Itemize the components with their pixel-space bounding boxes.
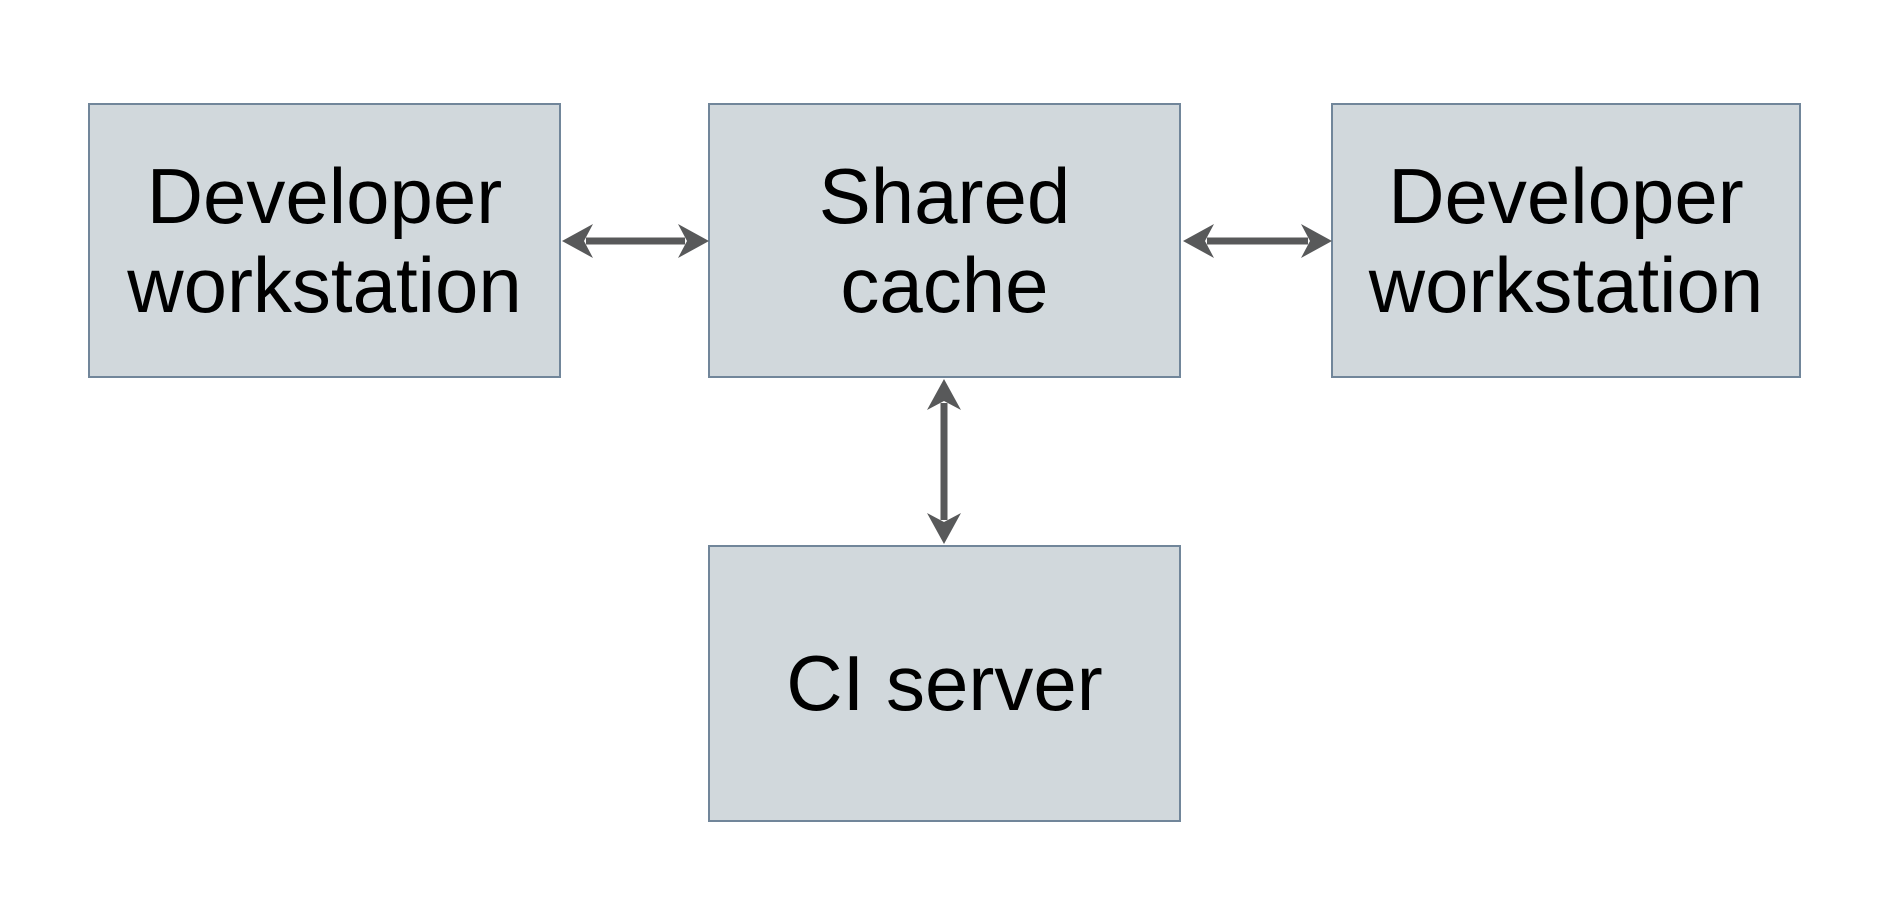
- edge-workstation-left-cache-bidirectional-arrow-icon: [561, 219, 710, 263]
- node-label-developer-workstation-right: Developer workstation: [1368, 152, 1764, 329]
- node-label-developer-workstation-left: Developer workstation: [127, 152, 522, 329]
- node-developer-workstation-left: Developer workstation: [88, 103, 561, 378]
- node-label-ci-server: CI server: [786, 639, 1103, 728]
- node-developer-workstation-right: Developer workstation: [1331, 103, 1801, 378]
- node-label-shared-cache: Shared cache: [818, 152, 1071, 329]
- edge-cache-workstation-right-bidirectional-arrow-icon: [1182, 219, 1333, 263]
- node-shared-cache: Shared cache: [708, 103, 1181, 378]
- node-ci-server: CI server: [708, 545, 1181, 822]
- edge-cache-ci-server-bidirectional-arrow-icon: [922, 378, 966, 545]
